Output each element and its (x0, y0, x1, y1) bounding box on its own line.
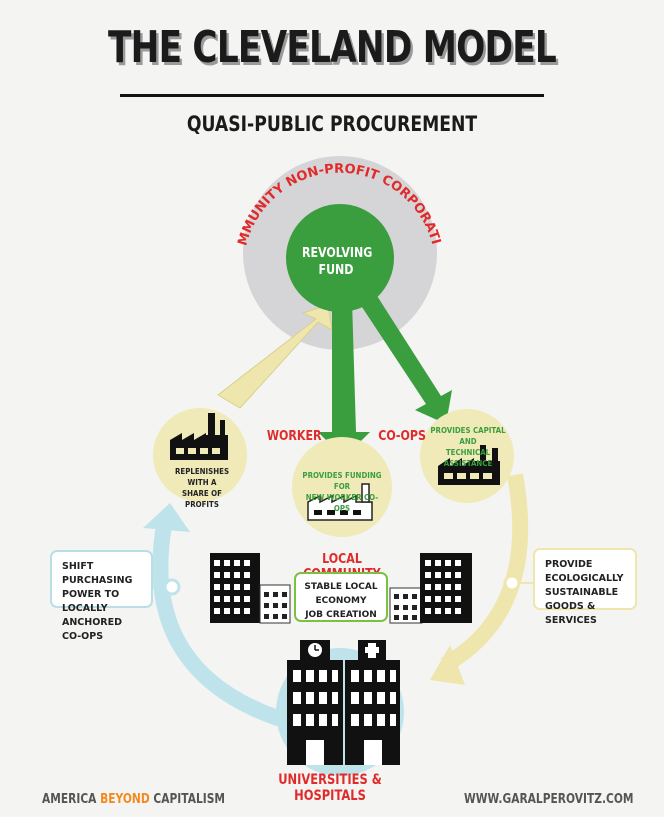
university-building-icon (287, 640, 343, 765)
sustainable-goods-box: PROVIDE ECOLOGICALLY SUSTAINABLE GOODS &… (533, 548, 637, 626)
right-box-line1: PROVIDE ECOLOGICALLY (545, 559, 624, 584)
left-box-line3: ANCHORED CO-OPS (62, 617, 122, 642)
revolving-fund-circle (286, 204, 394, 312)
middle-coop-line2: NEW WORKER CO-OPS (305, 493, 379, 513)
coops-label: CO-OPS (378, 429, 426, 444)
page-title: THE CLEVELAND MODEL (108, 22, 557, 73)
footer-brand: AMERICA BEYOND CAPITALISM (42, 792, 225, 807)
right-coop-line1: PROVIDES CAPITAL AND (430, 426, 506, 446)
right-box-line3: SERVICES (545, 615, 597, 626)
footer-brand-highlight: BEYOND (100, 792, 150, 807)
middle-coop-label: PROVIDES FUNDING FOR NEW WORKER CO-OPS (302, 470, 381, 514)
footer-website-link[interactable]: WWW.GARALPEROVITZ.COM (464, 792, 634, 807)
left-connector-dot (163, 578, 181, 596)
right-connector-dot (503, 574, 521, 592)
funding-arrow-right (356, 288, 452, 424)
left-coop-label: REPLENISHES WITH A SHARE OF PROFITS (168, 466, 237, 510)
footer-brand-part3: CAPITALISM (149, 792, 226, 807)
right-coop-label: PROVIDES CAPITAL AND TECHNICAL ASSISTANC… (428, 425, 509, 469)
building-icon-right (389, 553, 472, 624)
middle-coop-line1: PROVIDES FUNDING FOR (302, 471, 382, 491)
title-divider (120, 94, 544, 97)
anchor-institutions-label: UNIVERSITIES & HOSPITALS (278, 772, 382, 804)
procurement-shift-box: SHIFT PURCHASING POWER TO LOCALLY ANCHOR… (50, 550, 153, 642)
worker-label: WORKER (266, 429, 322, 444)
blue-flow-arrow (152, 518, 303, 733)
fund-label-line1: REVOLVING (302, 246, 373, 261)
yellow-flow-arrowhead (430, 645, 465, 685)
page-subtitle: QUASI-PUBLIC PROCUREMENT (186, 112, 478, 136)
replenish-arrow (217, 304, 333, 409)
left-coop-line2: SHARE OF PROFITS (182, 489, 222, 509)
building-icon-left (210, 553, 291, 624)
right-box-line2: SUSTAINABLE GOODS & (545, 587, 619, 612)
factory-icon-left (170, 413, 228, 460)
left-box-line2: POWER TO LOCALLY (62, 589, 120, 614)
right-coop-line2: TECHNICAL ASSISTANCE (443, 448, 493, 468)
fund-label-line2: FUND (318, 263, 354, 278)
blue-flow-arrowhead (143, 503, 190, 532)
local-community-line1: STABLE LOCAL ECONOMY (304, 582, 378, 606)
revolving-fund-label: REVOLVING FUND (302, 245, 373, 279)
footer-brand-part1: AMERICA (42, 792, 101, 807)
hospital-building-icon (345, 640, 400, 765)
funding-arrow-middle (318, 300, 370, 458)
left-coop-line1: REPLENISHES WITH A (174, 467, 230, 487)
local-community-line2: JOB CREATION (305, 610, 377, 620)
factory-icon-right (438, 445, 500, 485)
factory-icon-middle (307, 483, 373, 521)
local-community-box: STABLE LOCAL ECONOMY JOB CREATION (294, 572, 388, 622)
left-box-line1: SHIFT PURCHASING (62, 561, 133, 586)
